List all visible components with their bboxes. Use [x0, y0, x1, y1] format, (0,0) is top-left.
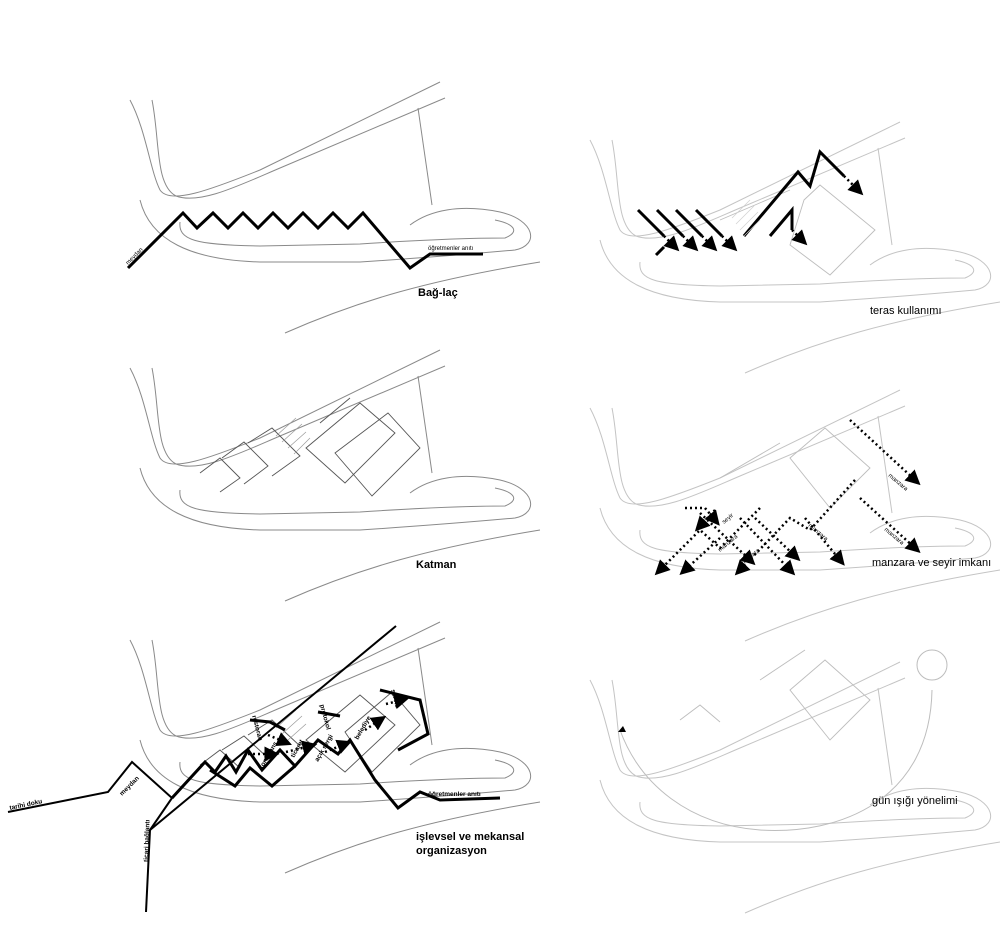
label-manzara-3: manzara [717, 534, 739, 554]
label-ogretmenler-aniti: öğretmenler anıtı [428, 246, 474, 252]
sun-path-arrowhead-icon [618, 726, 626, 732]
caption-islevsel-2: organizasyon [416, 845, 487, 857]
label-seyir: seyir [721, 513, 735, 526]
caption-islevsel-1: işlevsel ve mekansal [416, 831, 524, 843]
label-restoran: restoran [250, 715, 264, 742]
label-ticari-baglanti: ticari bağlantı [143, 819, 151, 862]
label-tarihi-doku: tarihi doku [9, 798, 43, 812]
organization-lines [7, 625, 501, 913]
panel-manzara: seyir manzara manzara manzara manzara ma… [589, 389, 1000, 642]
view-arrows [654, 419, 921, 576]
label-servis: servis [389, 689, 401, 709]
label-meydan: meydan [125, 247, 144, 266]
site-outline [129, 81, 541, 334]
panel-teras: teras kullanımı [589, 121, 1000, 374]
label-protokol: protokol [318, 704, 332, 731]
sun-path-arc [619, 689, 933, 831]
label-manzara-1: manzara [887, 473, 909, 493]
building-layers [199, 397, 421, 497]
caption-teras: teras kullanımı [870, 305, 942, 317]
caption-baglac: Bağ-laç [418, 287, 458, 299]
label-manzara-4: manzara [739, 548, 761, 568]
label-manzara-5: manzara [807, 523, 829, 543]
zigzag-connection-line [126, 210, 483, 271]
panel-baglac: meydan öğretmenler anıtı Bağ-laç [125, 81, 541, 334]
label-meydan-2: meydan [118, 775, 140, 797]
caption-katman: Katman [416, 559, 457, 571]
panel-islevsel: tarihi doku meydan ticari bağlantı öğret… [7, 621, 541, 913]
panel-gunisigi: gün ışığı yönelimi [589, 649, 1000, 914]
terrace-arrows [636, 149, 864, 257]
label-ogretmenler-aniti-2: öğretmenler anıtı [428, 791, 481, 798]
panel-katman: Katman [129, 349, 541, 602]
caption-manzara: manzara ve seyir imkanı [872, 557, 991, 569]
sun-icon [916, 649, 948, 681]
caption-gunisigi: gün ışığı yönelimi [872, 795, 958, 807]
